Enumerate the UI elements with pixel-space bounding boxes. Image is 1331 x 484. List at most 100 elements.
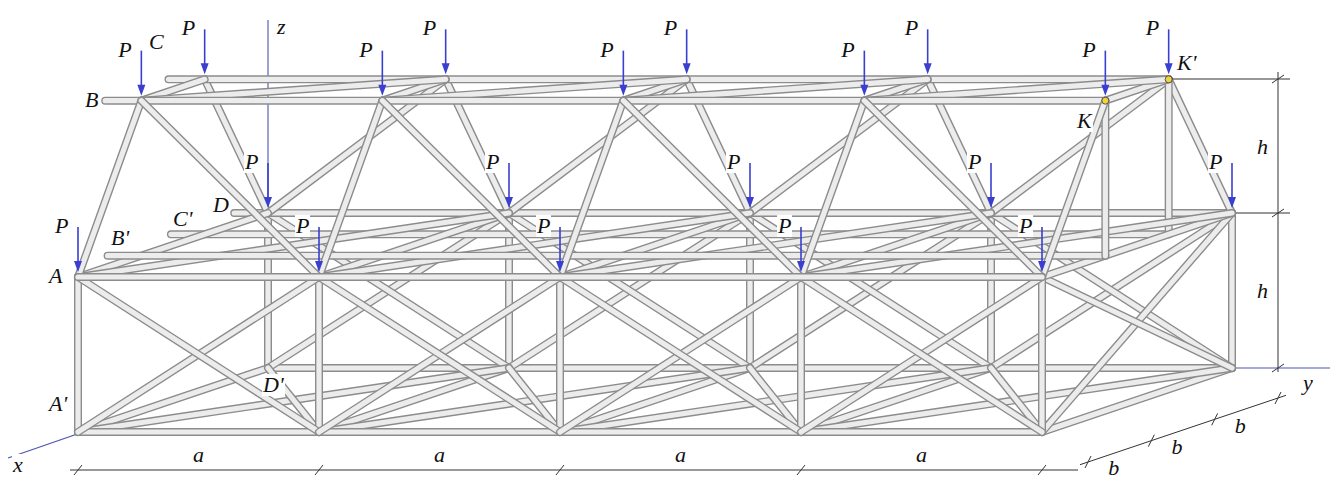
arrow-shaft (927, 29, 929, 67)
arrow-shaft (1105, 51, 1107, 89)
bar-outline (105, 97, 1105, 105)
bar-fill (560, 368, 991, 432)
arrow-shaft (141, 51, 143, 89)
bar-outline (801, 277, 1042, 432)
truss-bar (1169, 79, 1232, 213)
truss-bar (319, 213, 509, 277)
truss-bar (1105, 101, 1106, 256)
bar-fill (78, 213, 509, 277)
bar-outline (1042, 213, 1232, 277)
load-arrow (442, 29, 450, 74)
load-label: P (904, 17, 919, 39)
truss-bar (560, 277, 561, 432)
dimension-line (1275, 392, 1281, 404)
truss-bar (78, 276, 1042, 277)
load-label: P (358, 39, 373, 61)
load-arrow (264, 163, 272, 208)
arrow-shaft (990, 163, 992, 201)
bar-fill (1042, 101, 1105, 277)
bar-fill (382, 101, 560, 277)
bar-fill (560, 277, 801, 432)
bar-outline (1042, 277, 1232, 368)
load-label: P (726, 151, 741, 173)
load-label: P (777, 215, 792, 237)
load-arrow (137, 51, 145, 96)
bar-outline (1101, 101, 1109, 256)
bar-outline (801, 368, 1232, 432)
bar-fill (801, 277, 1042, 432)
dimension-label: a (433, 444, 446, 466)
bar-fill (864, 101, 1042, 277)
bar-outline (1169, 79, 1232, 213)
bar-outline (319, 213, 750, 277)
bar-outline (315, 277, 323, 432)
bar-fill (78, 368, 509, 432)
dimension-line (1212, 413, 1218, 425)
dimension-line (74, 465, 82, 475)
truss-bar (78, 101, 141, 277)
load-arrow (924, 29, 932, 74)
bar-fill (1166, 79, 1171, 234)
dimension-line (1080, 395, 1286, 464)
coordinate-axes (8, 20, 1330, 458)
load-label: P (485, 151, 500, 173)
arrow-shaft (1231, 163, 1233, 201)
point-label: D' (262, 374, 285, 396)
truss-bar (319, 277, 320, 432)
dimension-label: h (1256, 280, 1269, 302)
dimension-line (1236, 213, 1290, 214)
truss-bar (560, 277, 801, 432)
bar-outline (108, 252, 1106, 260)
load-arrow (201, 29, 209, 74)
arrow-shaft (318, 227, 320, 265)
truss-bar (78, 213, 509, 277)
bar-fill (319, 213, 750, 277)
arrow-head (619, 85, 627, 96)
bar-fill (560, 277, 801, 432)
bar-fill (801, 277, 1042, 432)
bar-fill (78, 274, 1042, 279)
truss-bar (78, 277, 319, 432)
bar-outline (1038, 277, 1046, 432)
joint-dot (1165, 76, 1172, 83)
dimension-label: a (674, 444, 687, 466)
axis-label: x (12, 454, 24, 476)
dimension-label: b (1234, 415, 1247, 437)
bar-outline (801, 213, 991, 277)
arrow-shaft (382, 51, 384, 89)
bar-outline (560, 213, 991, 277)
truss-bar (1042, 213, 1232, 432)
truss-bar (801, 213, 1232, 277)
load-arrow (619, 51, 627, 96)
arrow-head (74, 261, 82, 272)
dimension-line (797, 465, 805, 475)
bar-outline (74, 277, 82, 432)
arrow-head (137, 85, 145, 96)
axis-label: y (1302, 372, 1314, 394)
truss-bar (319, 277, 560, 432)
arrow-head (201, 63, 209, 74)
point-label: K (1076, 110, 1093, 132)
load-arrow (315, 227, 323, 272)
dimension-lines (70, 72, 1290, 475)
arrow-shaft (77, 227, 79, 265)
bar-fill (78, 101, 141, 277)
dimension-label: b (1170, 436, 1183, 458)
bar-outline (78, 213, 509, 277)
bar-fill (1039, 277, 1044, 432)
load-label: P (244, 151, 259, 173)
bar-fill (319, 277, 560, 432)
dimension-label: a (915, 444, 928, 466)
bar-fill (801, 213, 1232, 277)
truss-bar (1042, 277, 1232, 368)
bar-outline (623, 101, 801, 277)
arrow-head (264, 197, 272, 208)
load-arrow (1165, 29, 1173, 74)
load-label: P (54, 215, 69, 237)
load-arrow (860, 51, 868, 96)
dimension-line (315, 465, 323, 475)
bar-fill (798, 277, 803, 432)
truss-bar (319, 277, 560, 432)
